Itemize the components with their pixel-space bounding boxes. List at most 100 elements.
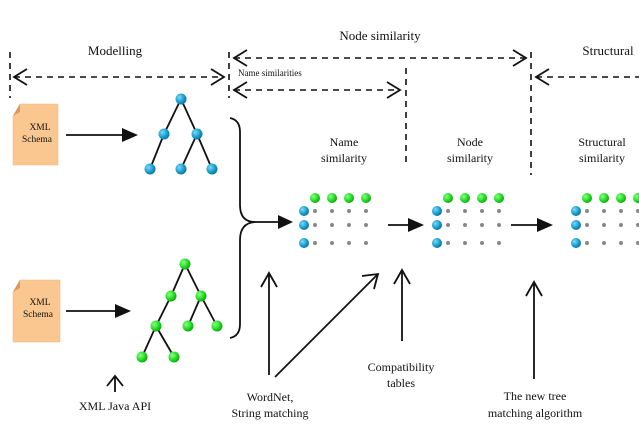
- stage-label-name-line2: similarity: [321, 151, 367, 165]
- matrix-column-node: [344, 193, 354, 203]
- matrix-row-node: [571, 238, 581, 248]
- arrow-wordnet-to-name: [260, 271, 278, 375]
- tree-node: [175, 163, 187, 175]
- matrix-column-node: [310, 193, 320, 203]
- matrix-column-node: [460, 193, 470, 203]
- matrix-cell: [446, 241, 450, 245]
- phase-label-modelling: Modelling: [88, 43, 143, 58]
- matrix-row-node: [299, 206, 309, 216]
- tree-node: [179, 258, 191, 270]
- matrix-row-node: [432, 206, 442, 216]
- matrix-cell: [480, 209, 484, 213]
- arrow-xml-java-api: [106, 374, 124, 392]
- matrix-column-node: [599, 193, 609, 203]
- name-similarity-matrix: [299, 193, 371, 248]
- matrix-cell: [602, 223, 606, 227]
- matrix-cell: [602, 209, 606, 213]
- tree-node: [191, 128, 203, 140]
- source-label-wordnet-line1: WordNet,: [247, 390, 294, 404]
- tree-node: [211, 320, 223, 332]
- structural-similarity-matrix: [571, 193, 639, 248]
- schema-tree-1: [144, 93, 218, 175]
- matrix-column-node: [327, 193, 337, 203]
- tree-node: [165, 290, 177, 302]
- node-similarity-range-arrow: [232, 49, 528, 67]
- matrix-cell: [330, 241, 334, 245]
- arrow-doc-to-tree-2: [66, 304, 131, 318]
- source-label-compat-line2: tables: [387, 376, 415, 390]
- matrix-column-node: [582, 193, 592, 203]
- matrix-row-node: [432, 238, 442, 248]
- matrix-column-node: [494, 193, 504, 203]
- phase-label-node-similarity: Node similarity: [339, 28, 421, 43]
- matrix-cell: [446, 223, 450, 227]
- matrix-cell: [636, 241, 639, 245]
- stage-label-node-line2: similarity: [447, 151, 493, 165]
- tree-node: [206, 163, 218, 175]
- matrix-cell: [619, 241, 623, 245]
- tree-node: [136, 351, 148, 363]
- matrix-row-node: [432, 220, 442, 230]
- matrix-column-node: [633, 193, 639, 203]
- matrix-cell: [497, 241, 501, 245]
- matrix-column-node: [477, 193, 487, 203]
- matrix-row-node: [571, 220, 581, 230]
- matrix-cell: [347, 223, 351, 227]
- matrix-cell: [347, 241, 351, 245]
- tree-node: [195, 290, 207, 302]
- arrow-node-to-structural: [511, 218, 553, 232]
- matrix-cell: [364, 241, 368, 245]
- matrix-cell: [364, 209, 368, 213]
- modelling-range-arrow: [12, 68, 226, 86]
- matrix-cell: [619, 223, 623, 227]
- stage-label-name-line1: Name: [330, 135, 359, 149]
- phase-label-name-similarities: Name similarities: [238, 68, 302, 78]
- xml-schema-document-2: XML Schema: [12, 279, 61, 343]
- source-label-xml-java-api: XML Java API: [79, 399, 151, 413]
- phase-label-structural: Structural: [582, 43, 634, 58]
- arrow-wordnet-to-compat: [274, 272, 380, 378]
- tree-node: [168, 351, 180, 363]
- arrow-name-to-node: [388, 218, 424, 232]
- arrow-compat-to-node: [393, 268, 411, 341]
- matrix-cell: [636, 209, 639, 213]
- matrix-cell: [463, 241, 467, 245]
- node-similarity-matrix: [432, 193, 504, 248]
- stage-label-node-line1: Node: [457, 135, 483, 149]
- matrix-cell: [636, 223, 639, 227]
- matrix-cell: [585, 241, 589, 245]
- document-label-line1: XML: [29, 123, 50, 133]
- matrix-cell: [497, 209, 501, 213]
- matrix-cell: [585, 223, 589, 227]
- source-label-algorithm-line1: The new tree: [504, 389, 567, 403]
- tree-node: [150, 320, 162, 332]
- tree-node: [144, 163, 156, 175]
- name-similarities-range-arrow: [232, 81, 402, 99]
- matrix-cell: [463, 209, 467, 213]
- schema-tree-2: [136, 258, 223, 363]
- document-label-line2: Schema: [22, 135, 53, 145]
- matrix-cell: [585, 209, 589, 213]
- matrix-cell: [330, 209, 334, 213]
- stage-label-structural-line1: Structural: [578, 135, 626, 149]
- xml-schema-document-1: XML Schema: [12, 103, 59, 166]
- matrix-cell: [463, 223, 467, 227]
- source-label-algorithm-line2: matching algorithm: [488, 406, 583, 420]
- tree-node: [175, 93, 187, 105]
- document-label-line1: XML: [29, 298, 50, 308]
- document-label-line2: Schema: [23, 310, 54, 320]
- matrix-cell: [364, 223, 368, 227]
- matrix-row-node: [571, 206, 581, 216]
- matrix-cell: [313, 223, 317, 227]
- matrix-cell: [313, 241, 317, 245]
- matrix-cell: [619, 209, 623, 213]
- merge-brace: [229, 117, 293, 339]
- matrix-cell: [602, 241, 606, 245]
- source-label-compat-line1: Compatibility: [368, 360, 435, 374]
- matrix-cell: [480, 223, 484, 227]
- stage-label-structural-line2: similarity: [579, 151, 625, 165]
- matrix-cell: [446, 209, 450, 213]
- source-label-wordnet-line2: String matching: [232, 406, 309, 420]
- tree-node: [182, 320, 194, 332]
